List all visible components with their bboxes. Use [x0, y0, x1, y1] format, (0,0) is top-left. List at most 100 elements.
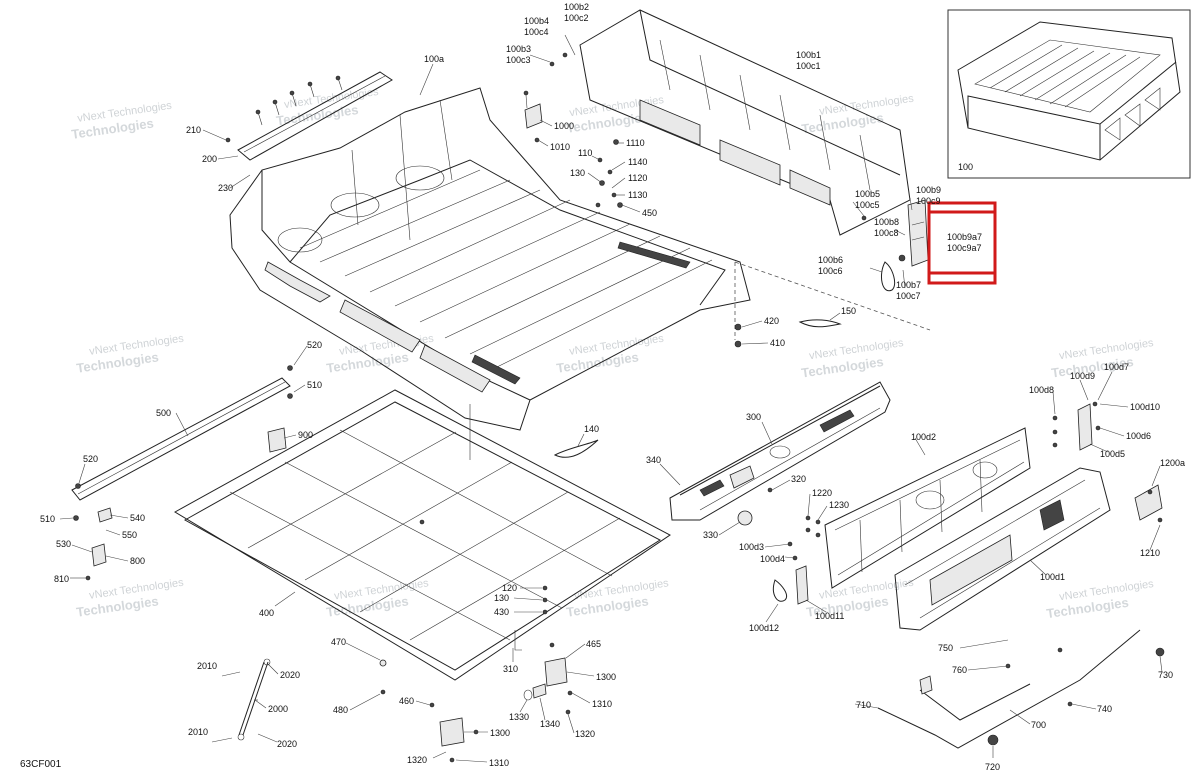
- callout-530: 530: [56, 539, 71, 549]
- inset-cargo-box-drawing: [957, 21, 1181, 161]
- callout-800: 800: [130, 556, 145, 566]
- callout-100d4: 100d4: [760, 554, 785, 564]
- highlight-inner-frame: [927, 210, 997, 285]
- callout-500: 500: [156, 408, 171, 418]
- cable-100d12: [772, 565, 809, 605]
- callout-100b3: 100b3: [506, 44, 531, 54]
- callout-100d2: 100d2: [911, 432, 936, 442]
- front-panel-100b1: [549, 9, 911, 236]
- callout-750: 750: [938, 643, 953, 653]
- callout-420: 420: [764, 316, 779, 326]
- callout-100b8: 100b8: [874, 217, 899, 227]
- cargo-box-tub: [229, 87, 751, 431]
- callout-1210: 1210: [1140, 548, 1160, 558]
- callout-100c5: 100c5: [855, 200, 880, 210]
- latch-assembly-100b9: [861, 199, 929, 292]
- callout-200: 200: [202, 154, 217, 164]
- callout-510: 510: [307, 380, 322, 390]
- callout-100b6: 100b6: [818, 255, 843, 265]
- hinge-1200a: [1134, 484, 1163, 523]
- callout-1310: 1310: [489, 758, 509, 768]
- callout-100c1: 100c1: [796, 61, 821, 71]
- highlight-label: 100c9a7: [947, 243, 982, 253]
- callout-480: 480: [333, 705, 348, 715]
- callout-100c4: 100c4: [524, 27, 549, 37]
- callout-labels: 100a 100b4 100c4 100b2 100c2 100b3 100c3…: [40, 2, 1185, 772]
- callout-100d10: 100d10: [1130, 402, 1160, 412]
- callout-700: 700: [1031, 720, 1046, 730]
- callout-120: 120: [502, 583, 517, 593]
- callout-230: 230: [218, 183, 233, 193]
- hardware-stack-1110: [595, 139, 623, 208]
- side-rail-500: [71, 365, 293, 581]
- callout-100b5: 100b5: [855, 189, 880, 199]
- callout-520: 520: [83, 454, 98, 464]
- callout-1310: 1310: [592, 699, 612, 709]
- callout-100d11: 100d11: [815, 611, 844, 621]
- callout-130: 130: [494, 593, 509, 603]
- part-150: [734, 319, 842, 348]
- callout-430: 430: [494, 607, 509, 617]
- callout-100c8: 100c8: [874, 228, 899, 238]
- callout-1200a: 1200a: [1160, 458, 1185, 468]
- callout-520: 520: [307, 340, 322, 350]
- callout-410: 410: [770, 338, 785, 348]
- callout-330: 330: [703, 530, 718, 540]
- callout-100d3: 100d3: [739, 542, 764, 552]
- bracket-1300-lower: [429, 702, 479, 763]
- callout-1300: 1300: [596, 672, 616, 682]
- callout-110: 110: [578, 148, 592, 158]
- callout-1320: 1320: [407, 755, 427, 765]
- callout-2020: 2020: [280, 670, 300, 680]
- callout-100b7: 100b7: [896, 280, 921, 290]
- callout-100a: 100a: [424, 54, 444, 64]
- tailgate-outer-100d1: [894, 467, 1111, 631]
- callout-400: 400: [259, 608, 274, 618]
- callout-100b4: 100b4: [524, 16, 549, 26]
- callout-540: 540: [130, 513, 145, 523]
- callout-300: 300: [746, 412, 761, 422]
- callout-2010: 2010: [197, 661, 217, 671]
- latch-rod-700: [877, 629, 1165, 749]
- side-rail-200: [225, 71, 393, 161]
- callout-460: 460: [399, 696, 414, 706]
- callout-740: 740: [1097, 704, 1112, 714]
- tailgate-inner-100d2: [787, 427, 1031, 589]
- callout-1120: 1120: [628, 173, 647, 183]
- bracket-1000: [523, 90, 543, 143]
- callout-100d7: 100d7: [1104, 362, 1129, 372]
- callout-730: 730: [1158, 670, 1173, 680]
- callout-810: 810: [54, 574, 69, 584]
- callout-1220: 1220: [812, 488, 832, 498]
- diagram-code: 63CF001: [20, 759, 62, 770]
- callout-100b2: 100b2: [564, 2, 589, 12]
- callout-900: 900: [298, 430, 313, 440]
- callout-100c7: 100c7: [896, 291, 921, 301]
- callout-2020: 2020: [277, 739, 297, 749]
- callout-100c9: 100c9: [916, 196, 941, 206]
- callout-100d12: 100d12: [749, 623, 779, 633]
- callout-1110: 1110: [626, 138, 645, 148]
- hardware-100d5: [1052, 401, 1101, 451]
- callout-340: 340: [646, 455, 661, 465]
- callout-130: 130: [570, 168, 585, 178]
- callout-100c3: 100c3: [506, 55, 531, 65]
- leader-lines: [59, 34, 1163, 763]
- callout-140: 140: [584, 424, 599, 434]
- callout-100c2: 100c2: [564, 13, 589, 23]
- callout-100b1: 100b1: [796, 50, 821, 60]
- callout-1320: 1320: [575, 729, 595, 739]
- callout-2000: 2000: [268, 704, 288, 714]
- callout-710: 710: [856, 700, 871, 710]
- callout-1000: 1000: [554, 121, 574, 131]
- tailgate-300: [669, 381, 891, 526]
- callout-1330: 1330: [509, 712, 529, 722]
- callout-465: 465: [586, 639, 601, 649]
- callout-470: 470: [331, 637, 346, 647]
- highlight-label: 100b9a7: [947, 232, 982, 242]
- part-140: [553, 439, 599, 458]
- callout-510: 510: [40, 514, 55, 524]
- callout-100d5: 100d5: [1100, 449, 1125, 459]
- gas-strut-2000: [211, 658, 271, 743]
